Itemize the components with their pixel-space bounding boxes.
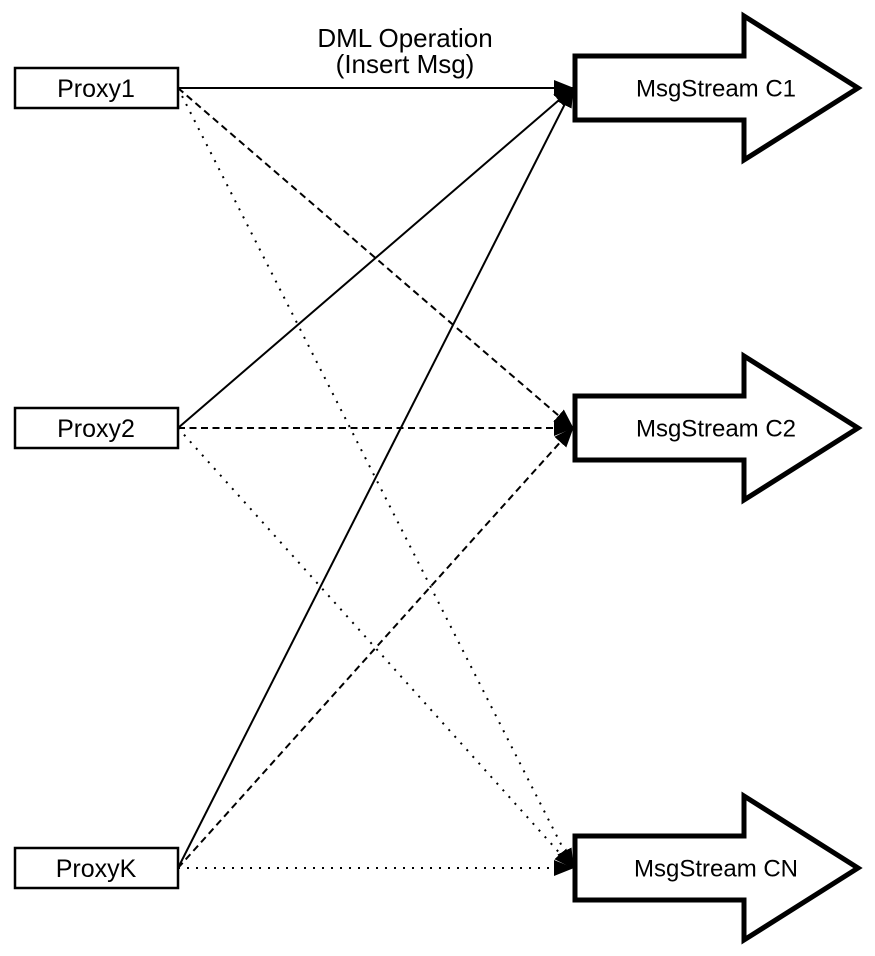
msgstream-c1-arrow-shape — [572, 11, 863, 165]
proxyk-node: ProxyK — [13, 846, 180, 890]
msgstream-cn-node: MsgStream CN — [572, 791, 863, 945]
connector-proxyk-to-c2-dashed — [177, 427, 574, 869]
connector-proxy2-to-c1-solid — [177, 87, 574, 429]
msgstream-cn-arrow-shape — [572, 791, 863, 945]
diagram-title-line1: DML Operation — [317, 23, 492, 53]
connector-proxy1-to-cn-dotted — [177, 87, 574, 869]
proxy1-node: Proxy1 — [13, 66, 180, 110]
diagram-title-line2: (Insert Msg) — [336, 49, 475, 79]
msgstream-c1-node: MsgStream C1 — [572, 11, 863, 165]
proxyk-label: ProxyK — [56, 855, 137, 883]
proxy1-box — [13, 66, 180, 110]
connector-proxy2-to-cn-dotted — [177, 427, 574, 869]
connector-lines-layer — [177, 80, 574, 876]
proxy2-node: Proxy2 — [13, 406, 180, 450]
msgstream-c2-node: MsgStream C2 — [572, 351, 863, 505]
proxyk-box — [13, 846, 180, 890]
msgstream-c1-label: MsgStream C1 — [636, 76, 796, 103]
proxy2-box — [13, 406, 180, 450]
proxy1-label: Proxy1 — [57, 75, 135, 103]
connector-proxy1-to-c2-dashed — [177, 87, 574, 429]
msgstream-c2-arrow-shape — [572, 351, 863, 505]
msgstream-c2-label: MsgStream C2 — [636, 416, 796, 443]
msgstream-cn-label: MsgStream CN — [634, 856, 798, 883]
proxy2-label: Proxy2 — [57, 415, 135, 443]
connector-proxyk-to-c1-solid — [177, 87, 574, 869]
